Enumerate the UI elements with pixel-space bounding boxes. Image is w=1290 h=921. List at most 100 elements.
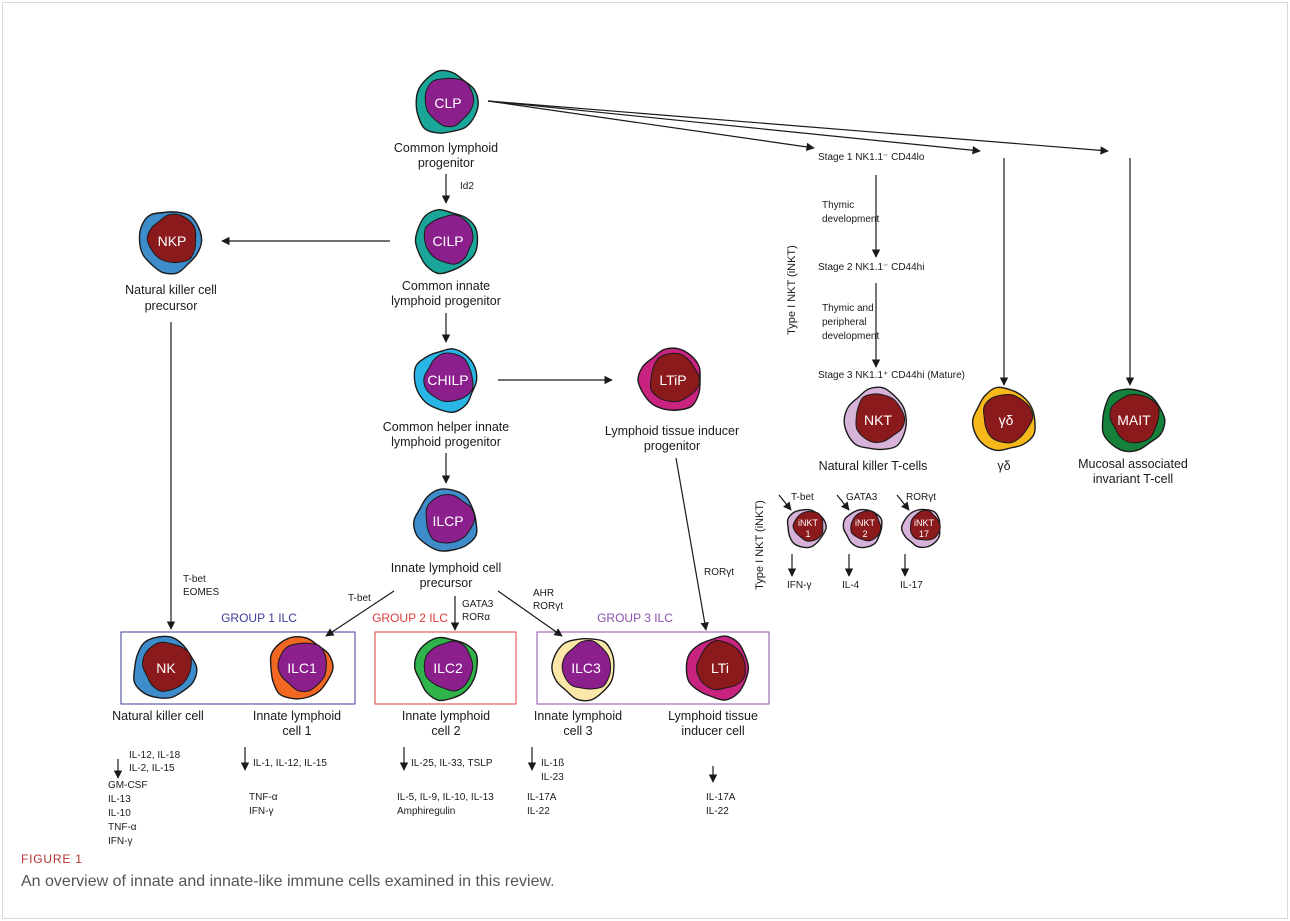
ilc1-cell: ILC1 <box>269 635 334 700</box>
tbet-eomes-line2: EOMES <box>183 587 219 598</box>
ilc1-input: IL-1, IL-12, IL-15 <box>253 758 327 769</box>
ilc2-input: IL-25, IL-33, TSLP <box>411 758 493 769</box>
ahr-label: AHR <box>533 588 554 599</box>
nkp-label: NKP <box>158 233 187 249</box>
inkt2-output: IL-4 <box>842 580 860 591</box>
thymic-peripheral-line2: peripheral <box>822 317 866 328</box>
figure-label: FIGURE 1 <box>21 852 83 866</box>
ltip-cell: LTiP <box>637 347 701 411</box>
group1-box <box>120 631 356 705</box>
mait-label: MAIT <box>1117 412 1151 428</box>
thymic-peripheral-line1: Thymic and <box>822 303 874 314</box>
ilc3-input-1: IL-1ß <box>541 758 564 769</box>
clp-cell: CLP <box>415 69 479 134</box>
group1-title: GROUP 1 ILC <box>221 611 297 625</box>
lti-cell: LTi <box>685 635 750 701</box>
ilc1-output-1: TNF-α <box>249 792 278 803</box>
inkt17-output: IL-17 <box>900 580 923 591</box>
nk-name: Natural killer cell <box>112 709 204 723</box>
arrows <box>113 100 1135 783</box>
nkt-name: Natural killer T-cells <box>819 459 928 473</box>
gd-label: γδ <box>999 412 1014 428</box>
roryt-label-lti: RORγt <box>704 567 734 578</box>
lti-output-1: IL-17A <box>706 792 736 803</box>
thymic-peripheral-line3: development <box>822 331 879 342</box>
ilcp-label: ILCP <box>432 513 463 529</box>
nkt-cell: NKT <box>843 386 907 451</box>
nk-output-1: GM-CSF <box>108 780 147 791</box>
inkt2-label-line2: 2 <box>862 529 867 539</box>
chilp-label: CHILP <box>427 372 468 388</box>
figure-caption: An overview of innate and innate-like im… <box>21 873 555 890</box>
arrow-inkt17-in <box>896 494 910 511</box>
nk-output-5: IFN-γ <box>108 836 132 847</box>
nkp-name-line2: precursor <box>145 299 198 313</box>
id2-label: Id2 <box>460 181 474 192</box>
mait-name-line1: Mucosal associated <box>1078 457 1188 471</box>
tbet-label: T-bet <box>348 593 371 604</box>
nk-input-line1: IL-12, IL-18 <box>129 750 181 761</box>
group3-title: GROUP 3 ILC <box>597 611 673 625</box>
clp-label: CLP <box>434 95 461 111</box>
nk-input-line2: IL-2, IL-15 <box>129 763 175 774</box>
mait-cell: MAIT <box>1101 388 1166 453</box>
chilp-name-line2: lymphoid progenitor <box>391 435 501 449</box>
clp-name-line2: progenitor <box>418 156 474 170</box>
ilc2-output-2: Amphiregulin <box>397 806 455 817</box>
cilp-label: CILP <box>432 233 463 249</box>
ilc1-name-line1: Innate lymphoid <box>253 709 341 723</box>
nk-output-2: IL-13 <box>108 794 131 805</box>
ilcp-name-line2: precursor <box>420 576 473 590</box>
inkt1-factor: T-bet <box>791 492 814 503</box>
arrow-clp-mait <box>487 100 1109 155</box>
chilp-name-line1: Common helper innate <box>383 420 510 434</box>
ilcp-cell: ILCP <box>413 488 478 552</box>
rora-label: RORα <box>462 612 490 623</box>
ilc1-name-line2: cell 1 <box>282 724 311 738</box>
ilc1-output-2: IFN-γ <box>249 806 273 817</box>
inkt1-output: IFN-γ <box>787 580 811 591</box>
arrow-ilcp-ilc3 <box>497 590 563 637</box>
ilc3-cell: ILC3 <box>551 637 615 702</box>
ltip-label: LTiP <box>659 372 686 388</box>
lti-label: LTi <box>711 660 729 676</box>
chilp-cell: CHILP <box>413 348 478 414</box>
gd-name: γδ <box>997 459 1010 473</box>
ilc3-output-1: IL-17A <box>527 792 557 803</box>
thymic-dev-line2: development <box>822 214 879 225</box>
lti-output-2: IL-22 <box>706 806 729 817</box>
ilc1-label: ILC1 <box>287 660 317 676</box>
ilc2-cell: ILC2 <box>413 636 479 702</box>
nkt-label: NKT <box>864 412 892 428</box>
inkt17-factor: RORγt <box>906 492 936 503</box>
cilp-name-line2: lymphoid progenitor <box>391 294 501 308</box>
mait-name-line2: invariant T-cell <box>1093 472 1173 486</box>
ltip-name-line1: Lymphoid tissue inducer <box>605 424 739 438</box>
group3-box <box>536 631 770 705</box>
ilc2-name-line1: Innate lymphoid <box>402 709 490 723</box>
arrow-clp-gd <box>487 100 981 155</box>
ilc3-name-line2: cell 3 <box>563 724 592 738</box>
lti-name-line1: Lymphoid tissue <box>668 709 758 723</box>
nk-label: NK <box>156 660 176 676</box>
inkt1-label-line1: iNKT <box>798 518 819 528</box>
inkt-side-label-upper: Type I NKT (iNKT) <box>786 245 798 335</box>
clp-name-line1: Common lymphoid <box>394 141 498 155</box>
thymic-dev-line1: Thymic <box>822 200 854 211</box>
cilp-cell: CILP <box>414 208 479 275</box>
nk-output-3: IL-10 <box>108 808 131 819</box>
arrow-clp-stage1 <box>487 100 815 152</box>
nk-cell: NK <box>133 635 198 699</box>
ltip-name-line2: progenitor <box>644 439 700 453</box>
group2-box <box>374 631 517 705</box>
ilc2-name-line2: cell 2 <box>431 724 460 738</box>
nkp-name-line1: Natural killer cell <box>125 283 217 297</box>
inkt2-factor: GATA3 <box>846 492 878 503</box>
ilc3-label: ILC3 <box>571 660 601 676</box>
ilc3-output-2: IL-22 <box>527 806 550 817</box>
inkt17-label-line2: 17 <box>919 529 929 539</box>
ilc2-label: ILC2 <box>433 660 463 676</box>
